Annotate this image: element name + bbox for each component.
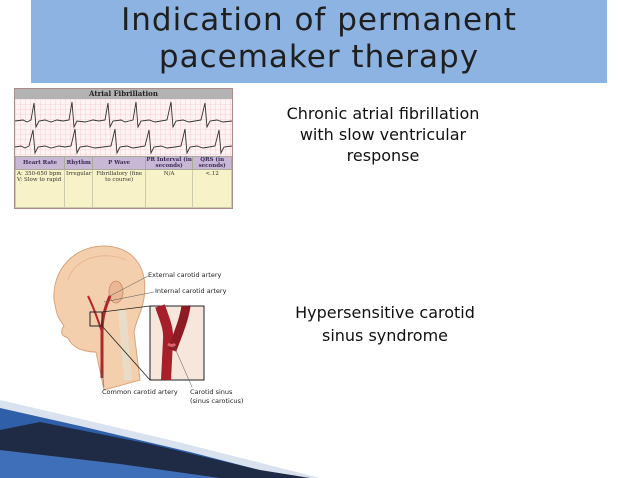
label-internal-carotid: Internal carotid artery [155,287,227,295]
carotid-anatomy-figure: External carotid artery Internal carotid… [44,240,248,408]
indication-afib-text: Chronic atrial fibrillation with slow ve… [286,104,480,165]
ecg-cell: <.12 [192,169,232,208]
ecg-cell: A: 350-650 bpm V: Slow to rapid [14,169,66,208]
label-sinus-caroticus: (sinus caroticus) [190,397,244,405]
ecg-strip [15,99,232,156]
ecg-col-header: Heart Rate [14,156,66,170]
label-external-carotid: External carotid artery [148,271,222,279]
title-line-2: pacemaker therapy [158,39,480,75]
ecg-figure: Atrial Fibrillation Heart Rate Rhythm P … [14,88,233,209]
ecg-cell: Irregular [64,169,94,208]
ecg-col-header: Rhythm [64,156,94,170]
decorative-swoosh [0,400,330,478]
ecg-figure-heading: Atrial Fibrillation [15,89,232,99]
title-line-1: Indication of permanent [121,2,517,38]
slide-title: Indication of permanent pacemaker therap… [31,2,607,76]
label-carotid-sinus: Carotid sinus [190,388,233,396]
carotid-anatomy-illustration [53,245,205,391]
ecg-col-header: PR Interval (in seconds) [144,156,194,170]
ecg-table: Heart Rate Rhythm P Wave PR Interval (in… [14,156,232,208]
ecg-col-header: P Wave [92,156,146,170]
title-band [31,0,607,83]
ecg-col-header: QRS (in seconds) [192,156,232,170]
indication-carotid-text: Hypersensitive carotid sinus syndrome [295,303,475,345]
label-common-carotid: Common carotid artery [102,388,178,396]
ecg-cell: N/A [144,169,194,208]
ecg-cell: Fibrillatory (fine to course) [92,169,146,208]
